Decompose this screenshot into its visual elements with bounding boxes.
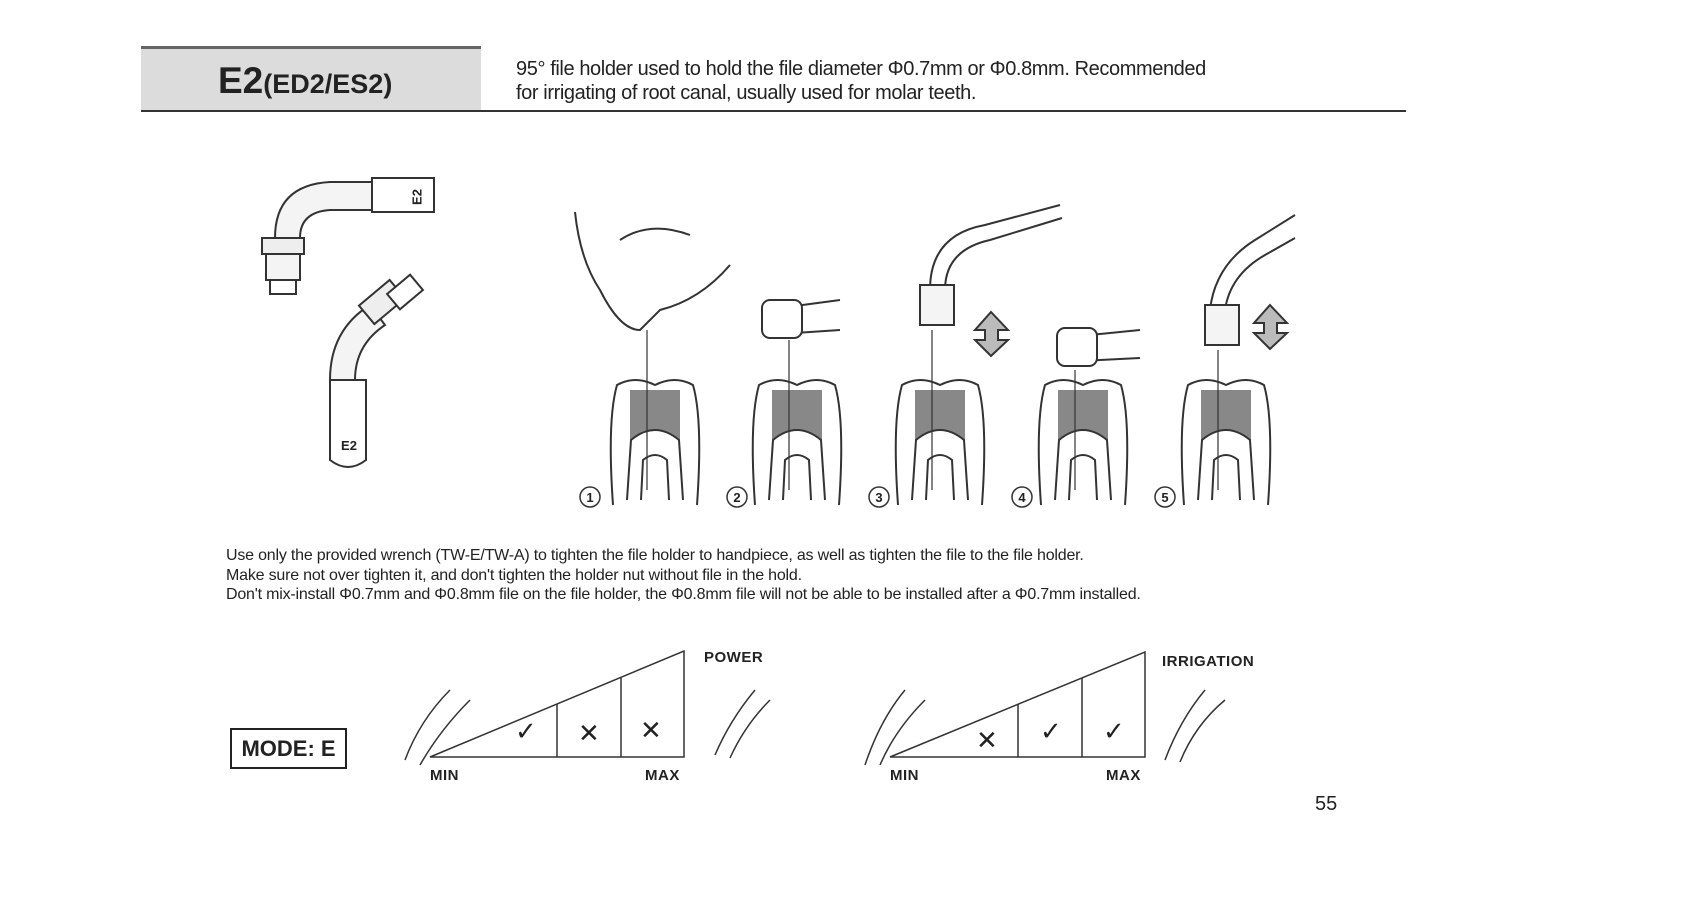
irrigation-chart <box>864 650 1226 766</box>
hand-icon <box>574 211 731 332</box>
step-number: 4 <box>1018 490 1026 505</box>
power-mark: ✓ <box>515 716 537 746</box>
tooth-step-1: 1 <box>579 330 701 508</box>
page-number: 55 <box>1315 793 1338 815</box>
irrigation-max-label: MAX <box>1106 767 1141 784</box>
mode-badge: MODE: E <box>230 728 347 769</box>
description: 95° file holder used to hold the file di… <box>516 57 1206 105</box>
model-variants: (ED2/ES2) <box>263 69 393 99</box>
step-number-badge <box>868 486 890 508</box>
irrigation-min-label: MIN <box>890 767 919 784</box>
handpiece-icon <box>929 204 1063 291</box>
power-max-label: MAX <box>645 767 680 784</box>
power-mark: ✕ <box>578 718 600 748</box>
step-number: 5 <box>1161 490 1168 505</box>
irrigation-title: IRRIGATION <box>1162 653 1255 670</box>
tooth-step-5: 5 <box>1154 350 1272 508</box>
step-number-badge <box>726 486 748 508</box>
file-holder-icon: E2 <box>328 273 425 468</box>
file-holder-icon: E2 <box>261 177 435 295</box>
power-mark: ✕ <box>640 715 662 745</box>
step-number: 3 <box>875 490 882 505</box>
tip-label: E2 <box>341 438 357 453</box>
tip-icon <box>864 689 926 766</box>
step-number-badge <box>1154 486 1176 508</box>
step-number: 1 <box>586 490 593 505</box>
note-line: Make sure not over tighten it, and don't… <box>226 566 802 584</box>
page-title: E2(ED2/ES2) <box>218 60 392 102</box>
tooth-step-4: 4 <box>1011 370 1129 508</box>
note-line: Use only the provided wrench (TW-E/TW-A)… <box>226 547 1084 564</box>
irrigation-mark: ✕ <box>976 725 998 755</box>
irrigation-mark: ✓ <box>1103 716 1125 746</box>
note-line: Don't mix-install Φ0.7mm and Φ0.8mm file… <box>226 586 1141 603</box>
irrigation-mark: ✓ <box>1040 716 1062 746</box>
step-number-badge <box>579 486 601 508</box>
title-box <box>141 46 481 110</box>
tip-icon <box>1164 689 1226 763</box>
tip-label: E2 <box>409 189 424 205</box>
step-number: 2 <box>733 490 740 505</box>
power-min-label: MIN <box>430 767 459 784</box>
handpiece-icon <box>1209 214 1296 311</box>
description-line: 95° file holder used to hold the file di… <box>516 58 1206 80</box>
tip-icon <box>714 689 771 759</box>
power-chart <box>404 649 771 766</box>
up-down-arrow-icon <box>1251 303 1290 351</box>
power-title: POWER <box>704 649 764 666</box>
header-divider <box>141 110 1406 112</box>
tooth-step-2: 2 <box>726 340 843 508</box>
description-line: for irrigating of root canal, usually us… <box>516 82 976 104</box>
usage-notes: Use only the provided wrench (TW-E/TW-A)… <box>226 546 1141 605</box>
model-name: E2 <box>218 60 264 101</box>
tooth-step-3: 3 <box>868 330 986 508</box>
up-down-arrow-icon <box>972 310 1011 358</box>
tip-icon <box>404 689 471 766</box>
step-number-badge <box>1011 486 1033 508</box>
